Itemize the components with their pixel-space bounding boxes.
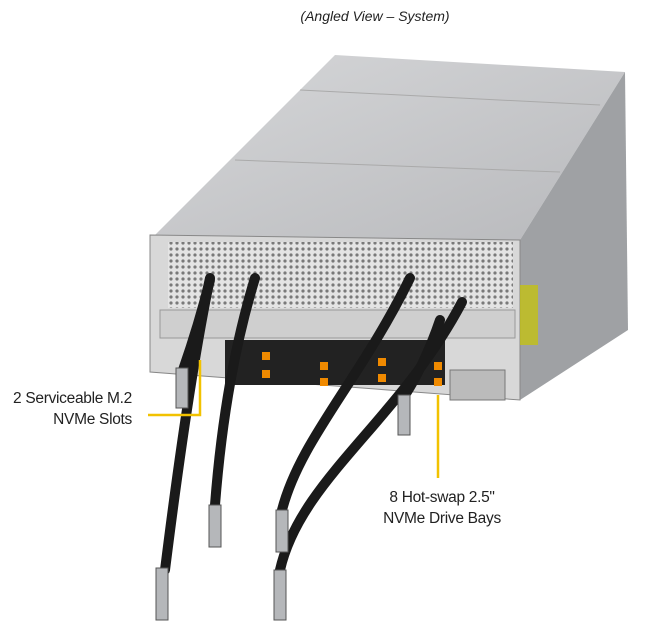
hose-connectors — [155, 367, 411, 621]
callout-drives-line2: NVMe Drive Bays — [383, 510, 501, 527]
drive-tabs — [262, 352, 442, 386]
io-panel — [449, 369, 506, 401]
callout-m2-line1: 2 Serviceable M.2 — [13, 390, 132, 407]
front-vent — [168, 242, 513, 308]
callout-drives-line1: 8 Hot-swap 2.5" — [389, 489, 495, 506]
leader-line-m2 — [148, 360, 202, 417]
chassis-top — [155, 55, 625, 240]
callout-drive-bays: 8 Hot-swap 2.5" NVMe Drive Bays — [352, 487, 532, 529]
callout-m2-line2: NVMe Slots — [53, 411, 132, 428]
figure-title: (Angled View – System) — [300, 8, 450, 24]
chassis-side — [520, 72, 628, 400]
callout-m2-slots: 2 Serviceable M.2 NVMe Slots — [13, 388, 132, 430]
